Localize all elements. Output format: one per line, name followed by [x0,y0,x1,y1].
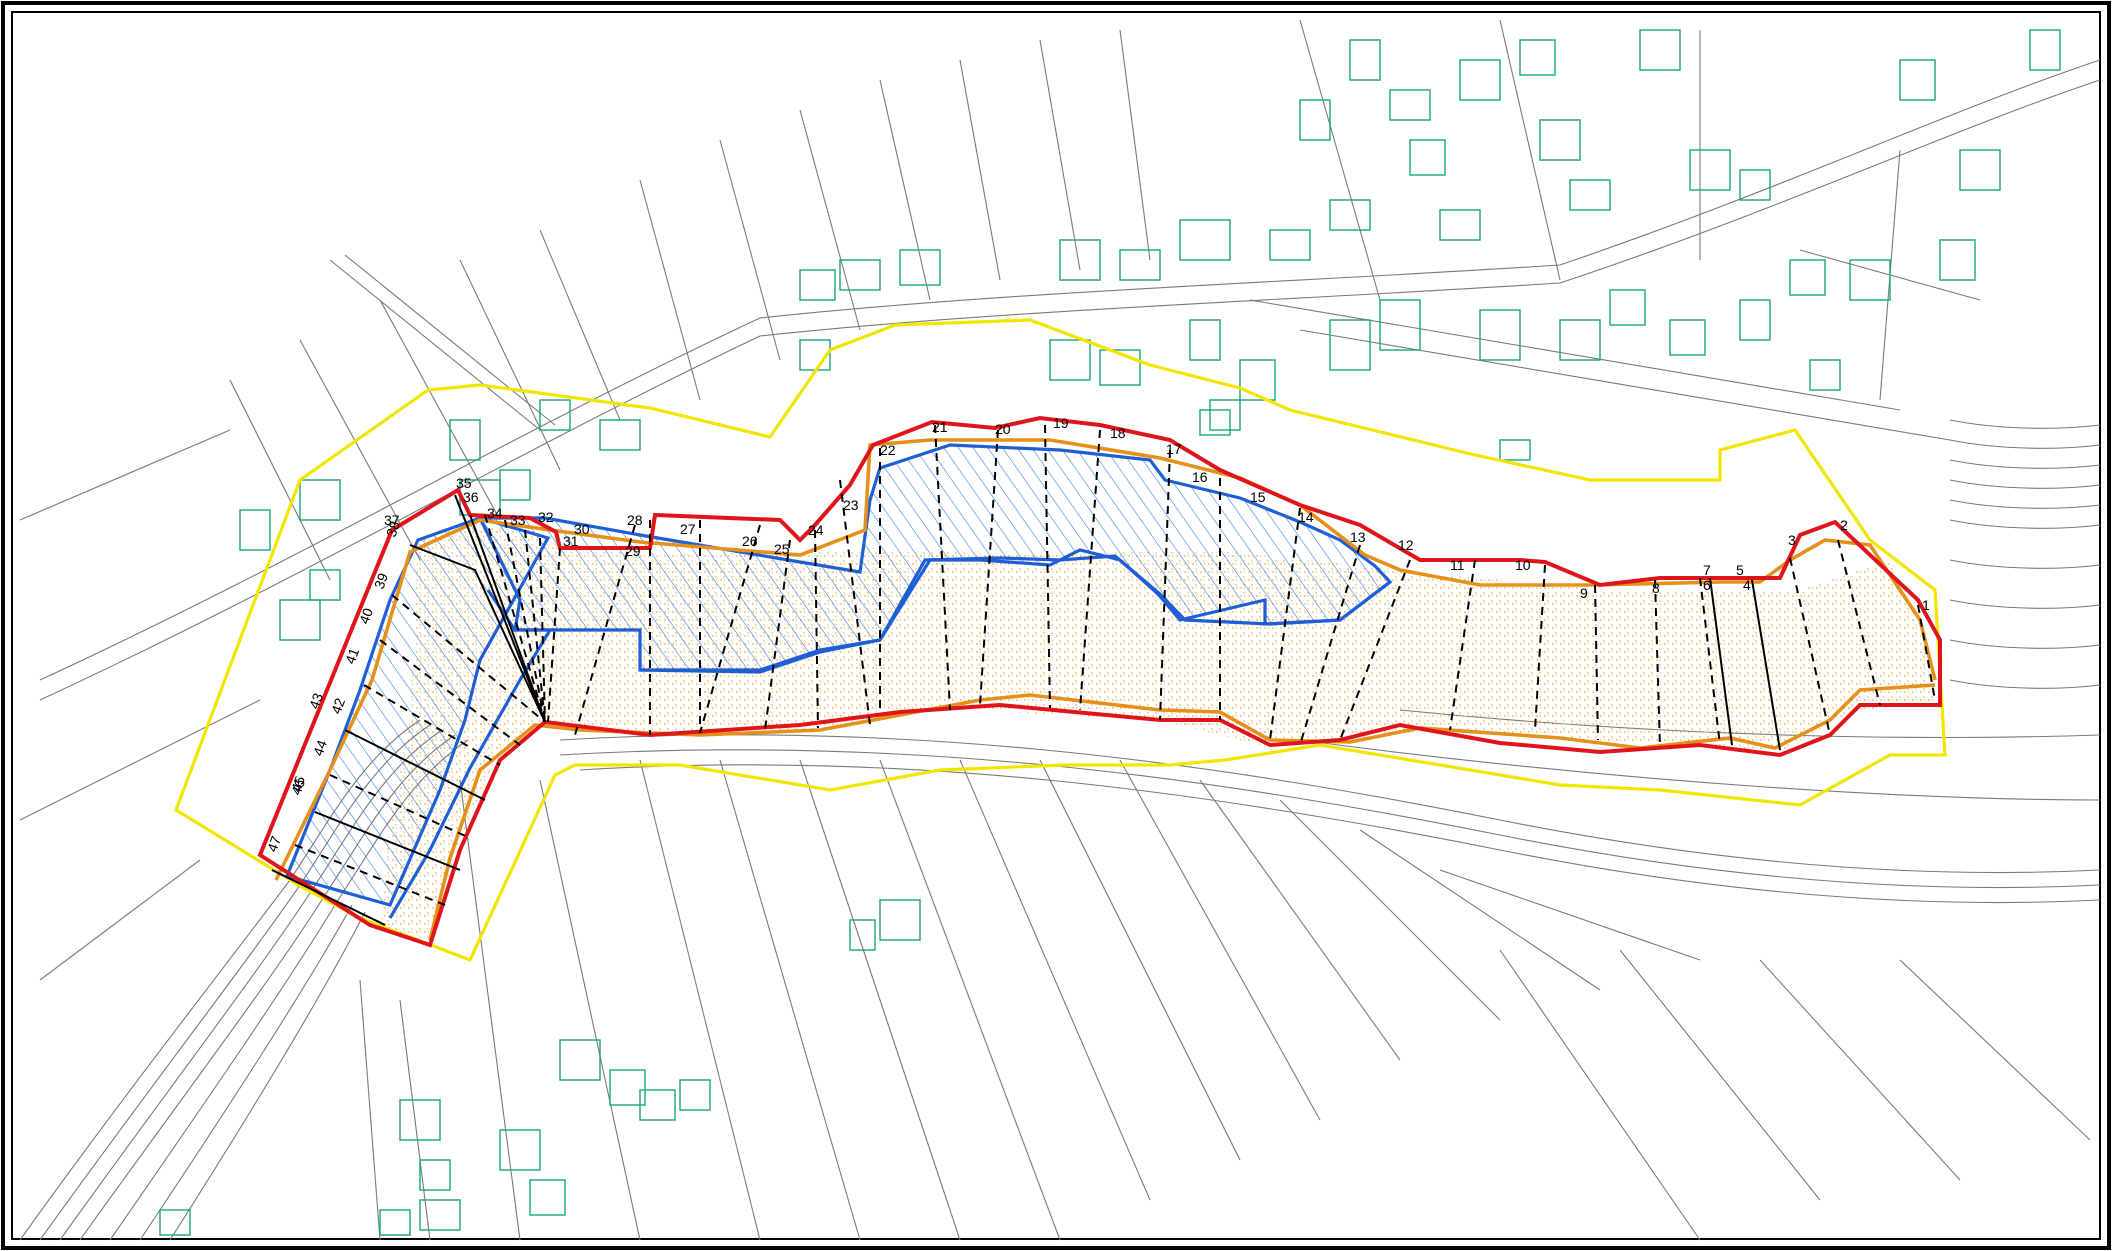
section-label: 43 [306,691,326,711]
section-label: 32 [538,509,554,525]
blue-outline-lower [388,589,553,919]
section-label: 1 [1922,597,1930,613]
section-label: 40 [356,606,376,626]
section-label: 14 [1298,509,1314,525]
section-label: 13 [1350,529,1366,545]
section-label: 36 [463,489,479,505]
section-label: 44 [310,738,330,758]
section-label: 24 [808,522,824,538]
section-label: 7 [1703,562,1711,578]
section-label: 15 [1250,489,1266,505]
section-label: 18 [1110,425,1126,441]
section-label: 27 [680,521,696,537]
section-labels: 1 2 3 4 5 6 7 8 9 10 11 12 13 14 15 16 1… [264,415,1930,854]
section-label: 23 [843,497,859,513]
orange-bank-line-lower [428,683,1936,941]
section-label: 19 [1053,415,1069,431]
section-label: 34 [487,505,503,521]
section-label: 5 [1736,562,1744,578]
section-lines [271,424,1936,926]
section-label: 6 [1703,577,1711,593]
section-label: 30 [574,521,590,537]
section-label: 42 [328,696,348,716]
section-label: 10 [1515,557,1531,573]
section-label: 22 [880,442,896,458]
section-label: 8 [1652,580,1660,596]
inner-frame [11,11,2101,1240]
section-label: 2 [1840,517,1848,533]
red-boundary [257,415,1942,948]
section-label: 16 [1192,469,1208,485]
section-label: 39 [371,571,391,591]
section-label: 38 [383,519,403,539]
section-label: 35 [456,475,472,491]
section-label: 29 [625,543,641,559]
section-label: 41 [342,646,362,666]
section-label: 37 [384,512,400,528]
section-label: 20 [995,421,1011,437]
section-label: 46 [288,777,308,797]
section-label: 25 [774,541,790,557]
blue-outline-inner [639,554,1391,674]
section-label: 33 [510,512,526,528]
section-label: 45 [288,774,308,794]
section-label: 47 [264,834,284,854]
section-label: 17 [1166,441,1182,457]
section-label: 3 [1788,532,1796,548]
section-label: 11 [1450,557,1465,573]
section-label: 26 [742,533,758,549]
section-label: 12 [1398,537,1414,553]
section-label: 21 [932,419,948,435]
buildings [159,29,2061,1236]
section-label: 31 [563,533,579,549]
section-label: 9 [1580,585,1588,601]
section-label: 28 [627,512,643,528]
section-label: 4 [1743,577,1751,593]
